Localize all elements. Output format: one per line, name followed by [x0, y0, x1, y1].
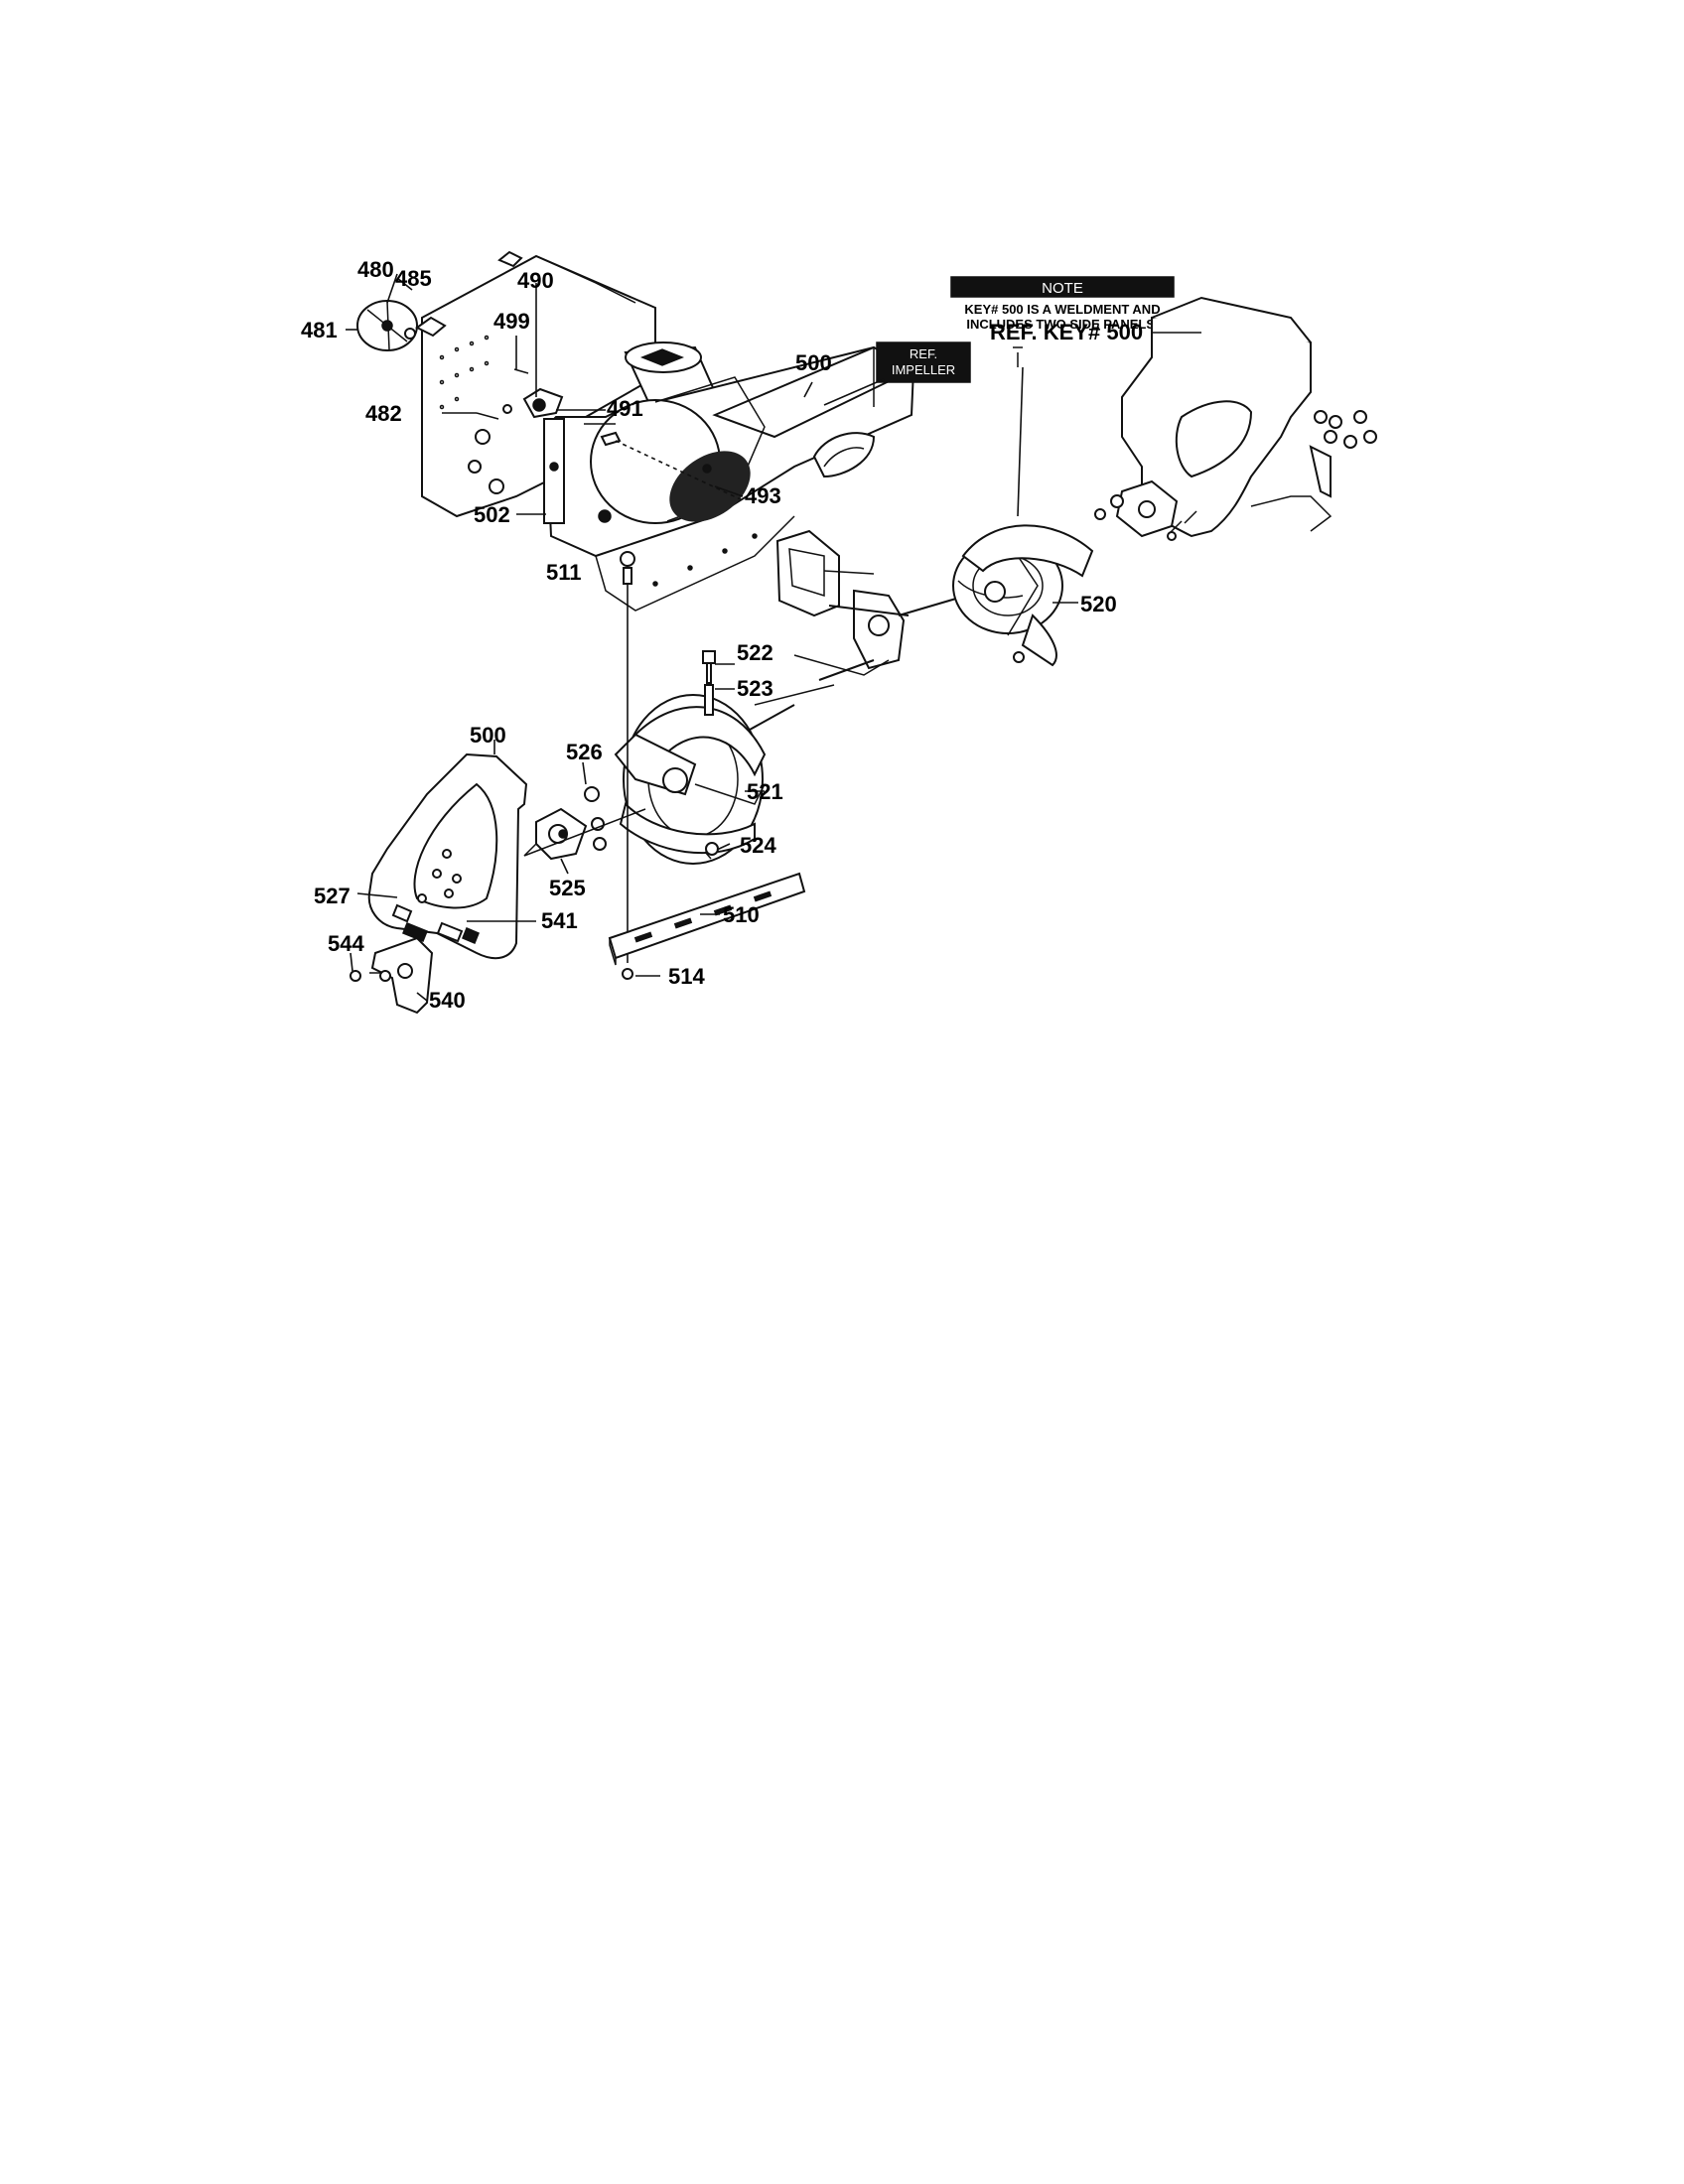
bearing-flange — [523, 807, 646, 861]
label-480: 480 — [357, 257, 394, 282]
label-481: 481 — [301, 318, 338, 342]
label-544: 544 — [328, 931, 364, 956]
label-499: 499 — [493, 309, 530, 334]
auger-lower — [584, 650, 795, 865]
label-511: 511 — [546, 560, 582, 585]
note-box: NOTE KEY# 500 IS A WELDMENT AND INCLUDES… — [950, 276, 1175, 332]
label-485: 485 — [395, 266, 432, 291]
label-523: 523 — [737, 676, 773, 701]
label-521: 521 — [747, 779, 783, 804]
label-500-left: 500 — [470, 723, 506, 748]
label-524: 524 — [740, 833, 776, 858]
label-522: 522 — [737, 640, 773, 665]
label-500-top: 500 — [795, 350, 832, 375]
note-header: NOTE — [1042, 280, 1083, 297]
label-525: 525 — [549, 876, 586, 900]
label-520: 520 — [1080, 592, 1117, 616]
gearbox-assembly — [754, 529, 984, 706]
ref-impeller-callout: REF. IMPELLER — [823, 341, 971, 406]
note-line-2: INCLUDES TWO SIDE PANELS. — [966, 317, 1158, 332]
side-panel-left — [367, 752, 528, 960]
auger-right — [952, 346, 1094, 667]
label-491: 491 — [607, 396, 643, 421]
note-header-bar — [950, 276, 1175, 298]
auger-housing — [543, 345, 916, 612]
label-527: 527 — [314, 884, 351, 908]
ref-impeller-line-2: IMPELLER — [892, 362, 955, 377]
label-510: 510 — [723, 902, 760, 927]
leader-lines — [346, 273, 1201, 1002]
crank-handle — [356, 300, 418, 351]
side-panel-right — [1094, 296, 1377, 541]
label-502: 502 — [474, 502, 510, 527]
chute-bracket — [476, 368, 564, 420]
label-490: 490 — [517, 268, 554, 293]
label-493: 493 — [745, 483, 781, 508]
label-482: 482 — [365, 401, 402, 426]
label-ref-key-500: REF. KEY# 500 — [990, 320, 1143, 344]
label-541: 541 — [541, 908, 578, 933]
note-line-1: KEY# 500 IS A WELDMENT AND — [964, 302, 1160, 317]
skid-shoe — [350, 936, 434, 1015]
label-540: 540 — [429, 988, 466, 1013]
label-526: 526 — [566, 740, 603, 764]
label-514: 514 — [668, 964, 705, 989]
ref-impeller-line-1: REF. — [910, 346, 937, 361]
part-labels: 480 485 490 481 499 482 491 500 502 493 … — [301, 257, 1143, 1013]
shave-plate — [608, 872, 806, 980]
